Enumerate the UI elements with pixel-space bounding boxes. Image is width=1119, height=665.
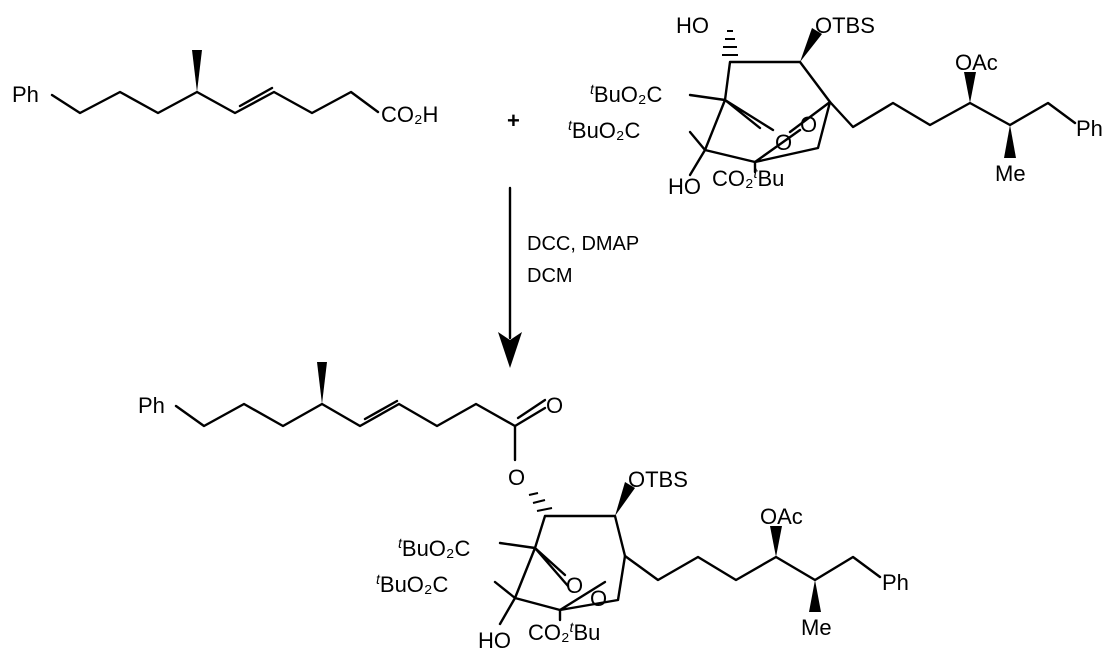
plus-sign: + <box>507 108 520 133</box>
product-carbonyl-o-label: O <box>546 393 563 418</box>
product-ring-o-label-1: O <box>566 573 583 598</box>
core-ester-bond-upper <box>688 93 727 102</box>
product-ester-hashed-bond <box>528 492 553 512</box>
product-ring-o-label-2: O <box>590 586 607 611</box>
product-side-chain-bonds <box>623 554 882 582</box>
product-ph-left-label: Ph <box>138 393 165 418</box>
reagent-line-1: DCC, DMAP <box>527 233 639 255</box>
product-ho-label: HO <box>478 628 511 653</box>
product-me-label: Me <box>801 615 832 640</box>
product-ester-upper-label: tBuO₂C <box>398 535 470 561</box>
product-oac-label: OAc <box>760 504 803 529</box>
core-ho-hashed-bond <box>722 30 738 56</box>
product-side-methyl-wedge <box>809 580 821 612</box>
arrow-head <box>498 332 522 368</box>
core-otbs-label: OTBS <box>815 13 875 38</box>
core-ester-bond-lower <box>688 130 707 152</box>
product-oac-wedge <box>770 526 782 557</box>
core-ring-o-label-1: O <box>775 130 792 155</box>
acid-methyl-wedge <box>192 50 202 92</box>
core-ester-lower-label: tBuO₂C <box>568 117 640 143</box>
core-side-chain-bonds <box>828 100 1077 129</box>
product-trans-double-bond <box>363 399 399 421</box>
core-ho-label-bottom: HO <box>668 174 701 199</box>
product-ester-lower-label: tBuO₂C <box>376 571 448 597</box>
product-ester-bond-upper <box>498 541 537 550</box>
product-methyl-wedge <box>317 362 327 404</box>
product-carbonyl-bond-1 <box>513 406 547 428</box>
product-ester: O O OTBS OAc Ph Me O O Ph tBuO₂C tBuO₂C <box>138 362 909 653</box>
product-ester-right-label: CO₂tBu <box>528 619 600 645</box>
product-ester-bond-lower <box>493 580 517 600</box>
reactant-acid: Ph CO₂H <box>12 50 438 127</box>
acid-ph-label: Ph <box>12 82 39 107</box>
core-ester-right-label: CO₂tBu <box>712 165 784 191</box>
reactant-bicyclic-core: HO OTBS OAc Ph Me O O tBuO₂C tBuO₂C HO C… <box>568 13 1103 199</box>
acid-co2h-label: CO₂H <box>381 102 438 127</box>
core-oh-bond-lower <box>688 148 707 177</box>
core-oac-label: OAc <box>955 50 998 75</box>
product-oh-bond <box>498 596 517 626</box>
core-otbs-wedge <box>800 28 822 62</box>
core-me-label: Me <box>995 161 1026 186</box>
product-acyl-chain-bonds <box>174 402 517 428</box>
product-ph-label: Ph <box>882 570 909 595</box>
acid-trans-double-bond <box>238 86 274 108</box>
core-ester-upper-label: tBuO₂C <box>590 81 662 107</box>
core-ph-label: Ph <box>1076 116 1103 141</box>
product-otbs-wedge <box>615 482 635 516</box>
reagent-line-2: DCM <box>527 265 573 287</box>
core-ho-label-top: HO <box>676 13 709 38</box>
core-methyl-wedge <box>1004 125 1016 158</box>
product-otbs-label: OTBS <box>628 467 688 492</box>
core-ring-o-label-2: O <box>800 112 817 137</box>
product-ester-o-label: O <box>508 465 525 490</box>
core-oac-wedge <box>964 72 976 103</box>
acid-chain-bonds <box>50 90 380 115</box>
product-carbonyl-bond-2 <box>516 398 547 420</box>
reaction-arrow <box>498 186 522 368</box>
